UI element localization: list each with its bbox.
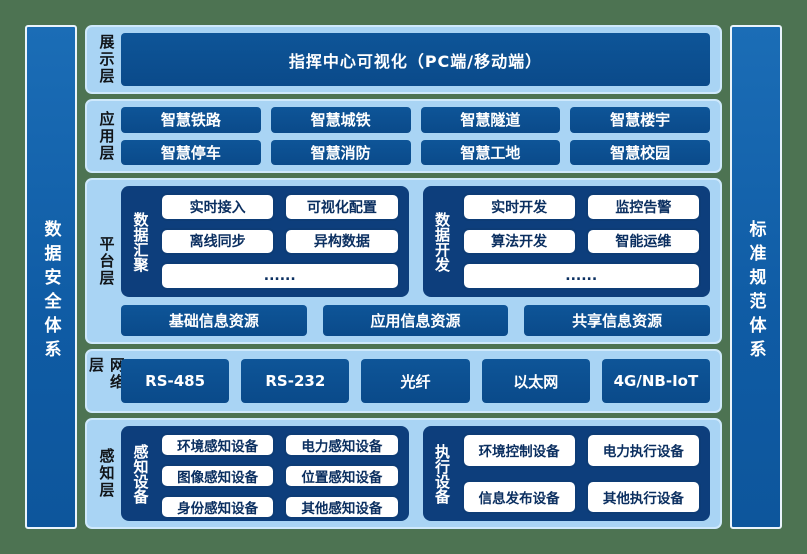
layer-panel-presentation: 展示层 指挥中心可视化（PC端/移动端） — [85, 25, 722, 94]
device-box: 环境控制设备 — [461, 433, 577, 468]
resource-row: 基础信息资源 应用信息资源 共享信息资源 — [121, 305, 711, 336]
platform-item-box: 算法开发 — [461, 227, 577, 256]
platform-more-box: ...... — [461, 262, 701, 290]
left-system-bar: 数据安全体系 — [25, 25, 77, 529]
layer-panel-perception: 感知层 感知设备 环境感知设备 电力感知设备 图像感知设备 位置感知设备 身份感… — [85, 418, 722, 529]
right-system-bar: 标准规范体系 — [730, 25, 782, 529]
platform-item-box: 离线同步 — [160, 227, 276, 256]
app-item-box: 智慧隧道 — [420, 107, 561, 133]
presentation-title-box: 指挥中心可视化（PC端/移动端） — [121, 33, 710, 86]
device-box: 其他感知设备 — [284, 495, 400, 519]
network-item-box: 以太网 — [481, 359, 590, 403]
device-box: 身份感知设备 — [160, 495, 276, 519]
app-item-box: 智慧城铁 — [270, 107, 411, 133]
data-development-group: 数据开发 实时开发 监控告警 算法开发 智能运维 ...... — [422, 186, 710, 297]
network-item-box: RS-232 — [241, 359, 350, 403]
device-box: 电力执行设备 — [585, 433, 701, 468]
app-item-box: 智慧楼宇 — [570, 107, 710, 133]
layer-label-platform: 平台层 — [97, 235, 116, 287]
platform-item-box: 实时接入 — [160, 193, 276, 221]
data-aggregation-title: 数据汇聚 — [131, 211, 150, 272]
resource-box: 基础信息资源 — [121, 305, 307, 336]
data-development-title: 数据开发 — [433, 211, 451, 272]
device-box: 信息发布设备 — [461, 479, 577, 514]
network-item-box: 4G/NB-IoT — [601, 359, 711, 403]
layer-stack: 展示层 指挥中心可视化（PC端/移动端） 应用层 智慧铁路 智慧城铁 智慧隧道 … — [85, 25, 722, 529]
platform-item-box: 智能运维 — [585, 227, 701, 256]
device-box: 其他执行设备 — [585, 479, 701, 514]
app-item-box: 智慧停车 — [121, 139, 261, 165]
layer-panel-network: 网络层 RS-485 RS-232 光纤 以太网 4G/NB-IoT — [85, 349, 722, 413]
app-item-box: 智慧消防 — [270, 139, 411, 165]
layer-label-application: 应用层 — [97, 110, 116, 162]
layer-panel-application: 应用层 智慧铁路 智慧城铁 智慧隧道 智慧楼宇 智慧停车 智慧消防 智慧工地 智… — [85, 99, 722, 173]
right-system-bar-label: 标准规范体系 — [745, 220, 766, 364]
layer-label-network: 网络层 — [87, 357, 126, 391]
application-grid: 智慧铁路 智慧城铁 智慧隧道 智慧楼宇 智慧停车 智慧消防 智慧工地 智慧校园 — [121, 107, 710, 165]
platform-more-box: ...... — [160, 262, 400, 290]
execution-devices-group: 执行设备 环境控制设备 电力执行设备 信息发布设备 其他执行设备 — [422, 426, 710, 521]
sensing-devices-group: 感知设备 环境感知设备 电力感知设备 图像感知设备 位置感知设备 身份感知设备 … — [121, 426, 409, 521]
platform-item-box: 异构数据 — [284, 227, 400, 256]
network-row: RS-485 RS-232 光纤 以太网 4G/NB-IoT — [121, 357, 711, 405]
platform-item-box: 监控告警 — [585, 193, 701, 221]
execution-devices-title: 执行设备 — [433, 443, 451, 504]
layer-label-presentation: 展示层 — [97, 34, 116, 85]
layer-panel-platform: 平台层 数据汇聚 实时接入 可视化配置 离线同步 异构数据 ...... — [85, 178, 722, 344]
device-box: 图像感知设备 — [160, 464, 276, 488]
resource-box: 应用信息资源 — [322, 305, 509, 336]
platform-item-box: 可视化配置 — [284, 193, 400, 221]
device-box: 位置感知设备 — [284, 464, 400, 488]
platform-item-box: 实时开发 — [461, 193, 577, 221]
app-item-box: 智慧工地 — [420, 139, 561, 165]
data-aggregation-group: 数据汇聚 实时接入 可视化配置 离线同步 异构数据 ...... — [121, 186, 409, 297]
layer-label-perception: 感知层 — [97, 448, 116, 499]
left-system-bar-label: 数据安全体系 — [40, 220, 61, 364]
app-item-box: 智慧校园 — [570, 139, 710, 165]
network-item-box: RS-485 — [121, 359, 230, 403]
resource-box: 共享信息资源 — [524, 305, 711, 336]
app-item-box: 智慧铁路 — [121, 107, 261, 133]
network-item-box: 光纤 — [361, 359, 470, 403]
device-box: 环境感知设备 — [160, 433, 276, 457]
sensing-devices-title: 感知设备 — [131, 443, 150, 504]
device-box: 电力感知设备 — [284, 433, 400, 457]
